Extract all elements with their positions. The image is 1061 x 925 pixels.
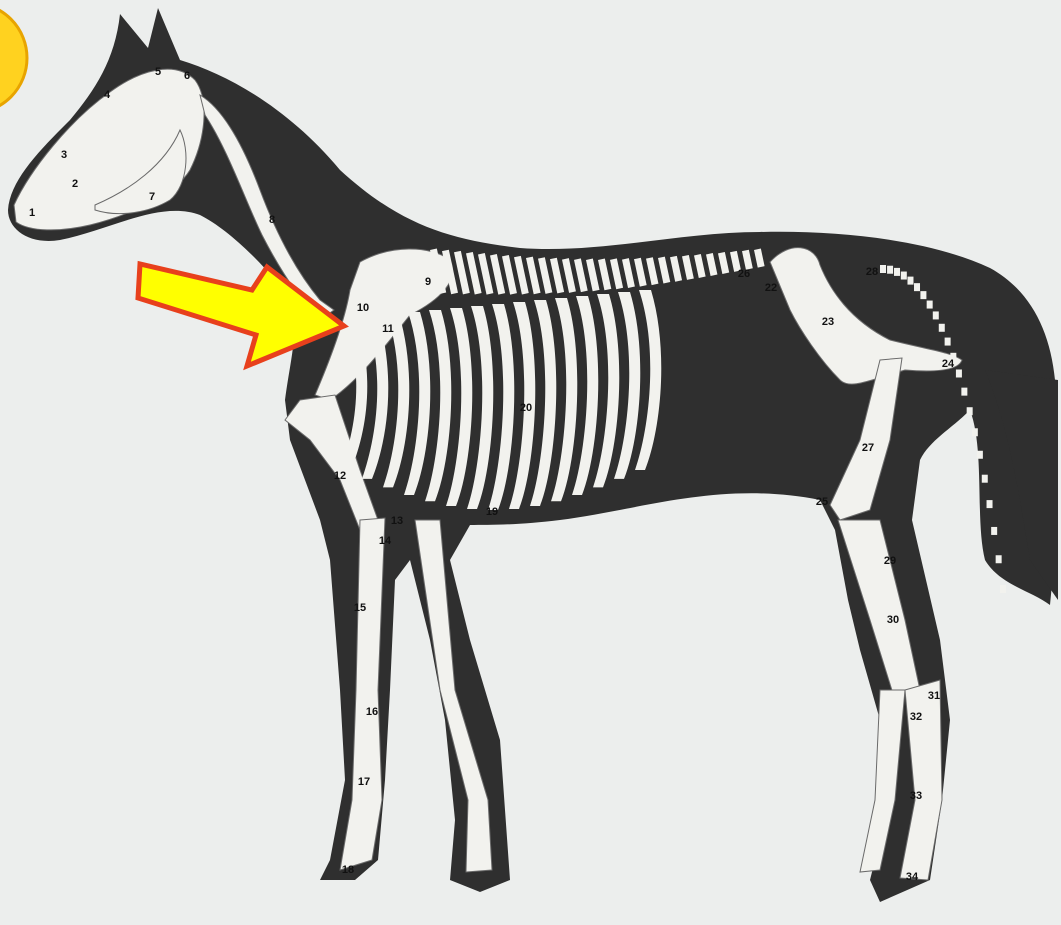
label-7: 7 [149, 191, 155, 203]
tail-vertebra [967, 407, 973, 415]
label-29: 29 [884, 555, 896, 567]
tail-vertebra [961, 388, 967, 396]
label-4: 4 [104, 89, 111, 101]
label-30: 30 [887, 614, 899, 626]
label-25: 25 [816, 496, 828, 508]
label-13: 13 [391, 515, 403, 527]
label-15: 15 [354, 602, 366, 614]
label-24: 24 [942, 358, 955, 370]
label-5: 5 [155, 66, 161, 78]
tail-vertebra [972, 428, 978, 436]
label-11: 11 [382, 323, 394, 335]
label-20: 20 [520, 402, 532, 414]
tail-vertebra [927, 301, 933, 309]
tail-vertebra [1000, 585, 1006, 593]
tail-vertebra [945, 338, 951, 346]
tail-vertebra [996, 555, 1002, 563]
label-27: 27 [862, 442, 874, 454]
label-6: 6 [184, 70, 190, 82]
tail-vertebra [956, 369, 962, 377]
label-26: 26 [738, 268, 750, 280]
label-18: 18 [342, 864, 354, 876]
tail-vertebra [939, 324, 945, 332]
label-10: 10 [357, 302, 369, 314]
label-2: 2 [72, 178, 78, 190]
label-32: 32 [910, 711, 922, 723]
label-19: 19 [486, 506, 498, 518]
label-14: 14 [379, 535, 392, 547]
label-12: 12 [334, 470, 346, 482]
label-23: 23 [822, 316, 834, 328]
tail-vertebra [982, 475, 988, 483]
tail-vertebra [914, 283, 920, 291]
label-22: 22 [765, 282, 777, 294]
tail-vertebra [933, 311, 939, 319]
tail-vertebra [991, 527, 997, 535]
label-31: 31 [928, 690, 940, 702]
tail-vertebra [894, 268, 900, 276]
corner-badge-icon [0, 3, 27, 113]
tail-vertebra [920, 291, 926, 299]
label-33: 33 [910, 790, 922, 802]
tail-vertebra [887, 266, 893, 274]
label-9: 9 [425, 276, 431, 288]
label-1: 1 [29, 207, 35, 219]
label-16: 16 [366, 706, 378, 718]
tail-vertebra [977, 451, 983, 459]
label-34: 34 [906, 871, 919, 883]
tail-vertebra [901, 272, 907, 280]
tail-vertebra [907, 277, 913, 285]
label-3: 3 [61, 149, 67, 161]
label-17: 17 [358, 776, 370, 788]
tail-vertebra [987, 500, 993, 508]
tail-vertebra [880, 265, 886, 273]
label-28: 28 [866, 266, 878, 278]
label-8: 8 [269, 214, 275, 226]
